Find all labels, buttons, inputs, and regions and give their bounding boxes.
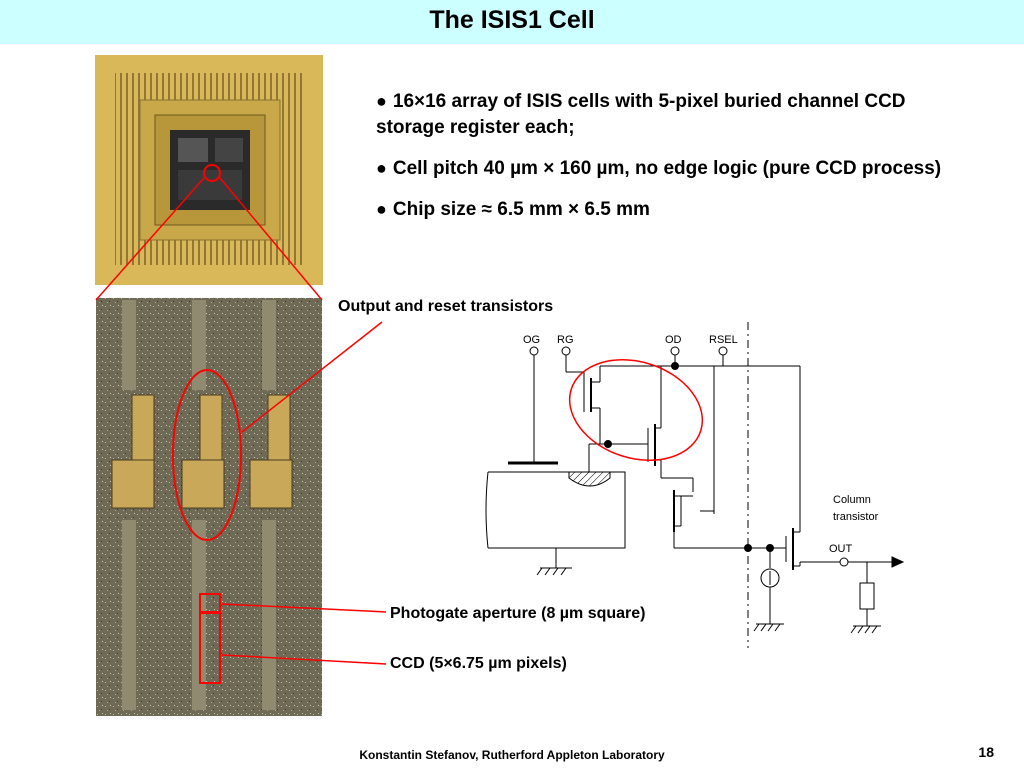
out-label: OUT bbox=[829, 543, 853, 555]
bullet-dot-icon: ● bbox=[376, 199, 387, 219]
bullet-list: ●16×16 array of ISIS cells with 5-pixel … bbox=[376, 88, 976, 237]
page-number: 18 bbox=[978, 744, 994, 760]
rg-label: RG bbox=[557, 334, 574, 346]
chip-photo bbox=[95, 55, 323, 285]
bullet-item: ●16×16 array of ISIS cells with 5-pixel … bbox=[376, 88, 976, 141]
micrograph-photo bbox=[96, 298, 322, 716]
bullet-text: Chip size ≈ 6.5 mm × 6.5 mm bbox=[392, 199, 650, 220]
bullet-text: Cell pitch 40 µm × 160 µm, no edge logic… bbox=[392, 158, 942, 179]
photogate-callout: Photogate aperture (8 µm square) bbox=[390, 605, 646, 622]
column-transistor-label: transistor bbox=[833, 511, 879, 523]
output-reset-callout: Output and reset transistors bbox=[338, 298, 554, 315]
footer-text: Konstantin Stefanov, Rutherford Appleton… bbox=[359, 748, 665, 762]
bullet-dot-icon: ● bbox=[376, 91, 387, 111]
circuit-schematic bbox=[485, 322, 905, 648]
bullet-item: ●Cell pitch 40 µm × 160 µm, no edge logi… bbox=[376, 155, 976, 182]
zoom-lines bbox=[95, 177, 387, 665]
od-terminal bbox=[670, 346, 680, 356]
og-terminal bbox=[529, 346, 539, 356]
rg-terminal bbox=[561, 346, 571, 356]
rsel-terminal bbox=[718, 346, 728, 356]
od-label: OD bbox=[665, 334, 682, 346]
slide-title: The ISIS1 Cell bbox=[429, 6, 595, 34]
bullet-item: ●Chip size ≈ 6.5 mm × 6.5 mm bbox=[376, 196, 976, 223]
title-bar bbox=[0, 0, 1024, 44]
ccd-callout: CCD (5×6.75 µm pixels) bbox=[390, 655, 567, 672]
rsel-label: RSEL bbox=[709, 334, 738, 346]
column-transistor-label: Column bbox=[833, 494, 871, 506]
og-label: OG bbox=[523, 334, 540, 346]
out-terminal bbox=[839, 557, 849, 567]
bullet-dot-icon: ● bbox=[376, 158, 387, 178]
bullet-text: 16×16 array of ISIS cells with 5-pixel b… bbox=[376, 91, 906, 138]
